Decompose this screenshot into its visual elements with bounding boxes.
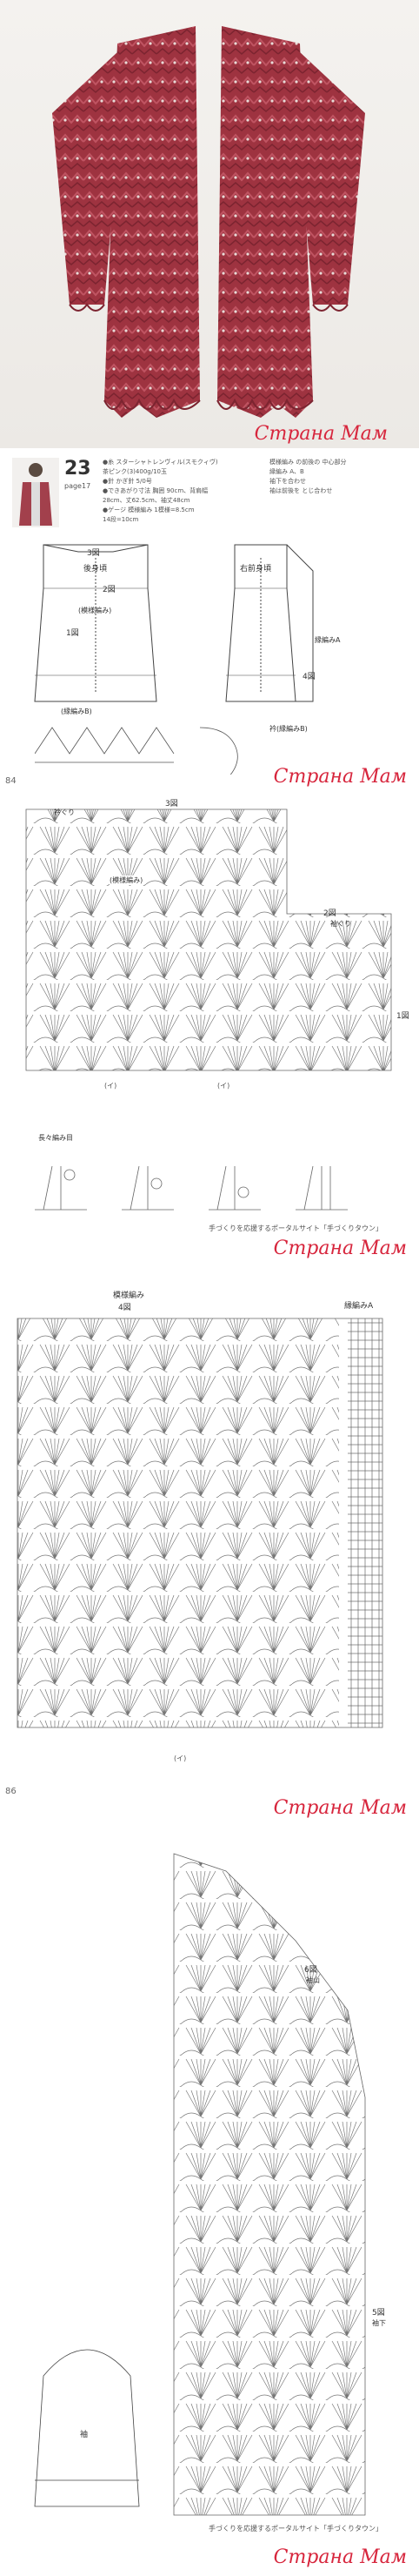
assembly-line: 袖下を合わせ — [269, 478, 306, 485]
watermark-1: Страна Мам — [254, 423, 388, 445]
pattern-label: (模様編み) — [78, 607, 112, 614]
armhole-label: 袖ぐり — [330, 920, 351, 928]
right-front-label: 右前身頃 — [240, 565, 272, 574]
watermark-4: Страна Мам — [273, 1797, 407, 1819]
chart-page-2: 模様編み 4図 縁編みA (イ) 86 Страна Мам — [0, 1284, 419, 1823]
crochet-chart-sleeve — [34, 1853, 366, 2516]
pattern-st-label: (模様編み) — [110, 875, 143, 885]
sleeve-cap-label: 袖山 — [306, 1976, 320, 1984]
neck-label: 衿ぐり — [54, 808, 75, 816]
stitch-title: 長々編み目 — [38, 1134, 73, 1142]
collar-label: 衿(縁編みB) — [269, 725, 308, 733]
stitch-tutorial — [35, 1165, 348, 1211]
fig2-label-2: 2図 — [323, 909, 336, 918]
fig6-label: 6図 — [304, 1966, 317, 1975]
assembly-text: 模様編み の前後の 中心部分 縁編み A、B 袖下を合わせ 袖は前後を とじ合わ… — [269, 458, 409, 496]
fig1-label: 1図 — [66, 629, 79, 638]
materials-line: ●糸 スターシャトレンヴィル(スモクィヴ) — [103, 459, 218, 466]
footer-text: 手づくりを応援するポータルサイト「手づくりタウン」 — [209, 1224, 382, 1232]
watermark-3: Страна Мам — [273, 1238, 407, 1259]
page-number-3: 86 — [5, 1787, 17, 1796]
assembly-line: 縁編み A、B — [269, 468, 304, 475]
garment-photo-section: Страна Мам — [0, 0, 419, 448]
watermark-2: Страна Мам — [273, 766, 407, 788]
materials-line: 茶ピンク(3)400g/10玉 — [103, 468, 167, 475]
crochet-chart-back — [25, 808, 392, 1071]
fig5-label: 5図 — [372, 2309, 385, 2318]
materials-line: ●ゲージ 模様編み 1模様=8.5cm — [103, 506, 195, 513]
watermark-5: Страна Мам — [273, 2546, 407, 2568]
back-label: 後身頃 — [83, 565, 108, 574]
model-photo — [12, 458, 59, 527]
i-mark: (イ) — [217, 1082, 230, 1090]
border-a-label: 縁編みA — [315, 636, 341, 644]
fig3-label: 3図 — [87, 549, 100, 558]
collar-edging-chart — [35, 727, 238, 775]
body-schematic — [34, 544, 314, 702]
materials-line: 14段=10cm — [103, 516, 139, 523]
assembly-line: 袖は前後を とじ合わせ — [269, 487, 333, 494]
materials-line: ●できあがり寸法 胸囲 90cm、背肩幅 — [103, 487, 209, 494]
materials-line: 28cm、丈62.5cm、袖丈48cm — [103, 497, 190, 504]
assembly-line: 模様編み の前後の 中心部分 — [269, 459, 347, 466]
fig4-label: 4図 — [303, 673, 316, 681]
instructions-page: 23 page17 ●糸 スターシャトレンヴィル(スモクィヴ) 茶ピンク(3)4… — [0, 453, 419, 788]
i-mark: (イ) — [174, 1754, 187, 1762]
pattern-number: 23 — [64, 458, 91, 480]
page-number: 84 — [5, 776, 17, 786]
chart-page-3: 6図 袖山 5図 袖下 袖 手づくりを応援するポータルサイト「手づくりタウン」 … — [0, 1836, 419, 2576]
i-mark: (イ) — [104, 1082, 117, 1090]
fig4-label-2: 4図 — [118, 1304, 131, 1312]
footer-text-2: 手づくりを応援するポータルサイト「手づくりタウン」 — [209, 2525, 382, 2532]
crochet-chart-front — [17, 1318, 383, 1728]
pattern-st-label-2: 模様編み — [113, 1291, 145, 1300]
edge-a-label: 縁編みA — [344, 1302, 374, 1311]
materials-line: ●針 かぎ針 5/0号 — [103, 478, 152, 485]
underarm-label: 袖下 — [372, 2319, 386, 2327]
sleeve-label: 袖 — [80, 2431, 89, 2439]
page-ref: page17 — [64, 482, 91, 490]
fig2-label: 2図 — [103, 586, 116, 594]
chart-page-1: 3図 衿ぐり 2図 袖ぐり 1図 (模様編み) (イ) (イ) 長々編み目 手づ… — [0, 792, 419, 1279]
fig1-label-2: 1図 — [396, 1012, 409, 1021]
fig3-label-2: 3図 — [165, 800, 178, 808]
cardigan-photo — [52, 26, 365, 418]
border-b-label: (縁編みB) — [61, 708, 92, 715]
materials-text: ●糸 スターシャトレンヴィル(スモクィヴ) 茶ピンク(3)400g/10玉 ●針… — [103, 458, 259, 525]
